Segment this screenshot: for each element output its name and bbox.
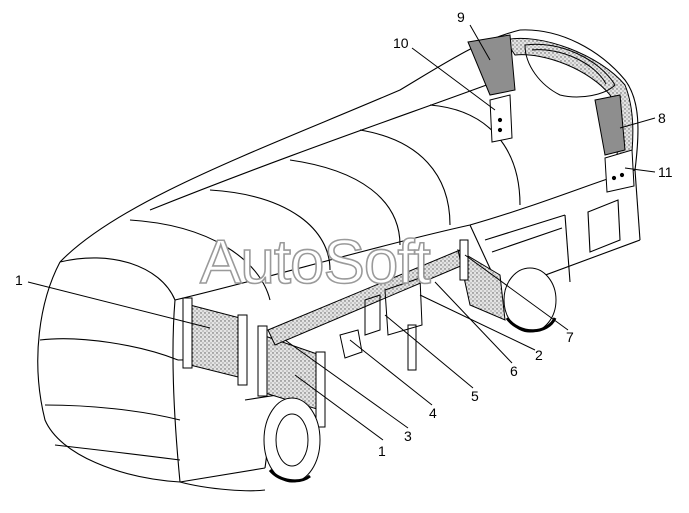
callout-1b: 1 (378, 443, 386, 459)
bracket-11 (604, 149, 635, 193)
callout-4: 4 (429, 405, 437, 421)
bus-body-outline (37, 29, 641, 492)
interior-frame (339, 277, 423, 359)
dark-section-8 (594, 94, 626, 156)
leader-11 (624, 167, 656, 173)
leader-4 (349, 339, 433, 406)
callout-3: 3 (404, 428, 412, 444)
wheels (263, 267, 557, 483)
watermark-text: AutoSoft (200, 228, 431, 297)
callout-6: 6 (510, 363, 518, 379)
leader-5 (384, 314, 474, 389)
dark-section-9 (467, 34, 516, 96)
leader-1b (294, 374, 384, 441)
leader-lines (27, 24, 656, 441)
insulation-panels (189, 37, 634, 411)
post-1 (182, 297, 193, 369)
post-2 (237, 314, 248, 386)
vertical-posts (182, 239, 469, 428)
post-5 (407, 324, 417, 371)
leader-6 (434, 281, 513, 364)
post-3 (257, 325, 268, 397)
callout-5: 5 (471, 388, 479, 404)
rear-opening (524, 43, 616, 98)
leader-2 (419, 294, 536, 351)
insulation-panel-front-left (189, 304, 243, 379)
callout-11: 11 (658, 164, 673, 180)
callout-2: 2 (535, 347, 543, 363)
leader-9 (469, 24, 491, 61)
leader-3 (284, 339, 409, 429)
front-wheel (263, 397, 321, 483)
leader-10 (411, 47, 496, 111)
callout-7: 7 (566, 329, 574, 345)
rear-wheel (503, 267, 557, 333)
leader-1a (27, 281, 211, 329)
post-4 (315, 351, 326, 428)
callout-1a: 1 (15, 272, 23, 288)
leader-7 (464, 254, 569, 331)
leader-8 (619, 117, 656, 129)
callout-labels: 1 1 2 3 4 5 6 7 8 9 10 11 (15, 9, 673, 459)
dark-roof-sections (467, 34, 626, 156)
callout-9: 9 (457, 9, 465, 25)
callout-10: 10 (393, 35, 409, 51)
post-6 (459, 239, 469, 281)
insulation-panel-rear-floor (457, 248, 506, 321)
brackets (489, 94, 635, 193)
callout-8: 8 (658, 110, 666, 126)
